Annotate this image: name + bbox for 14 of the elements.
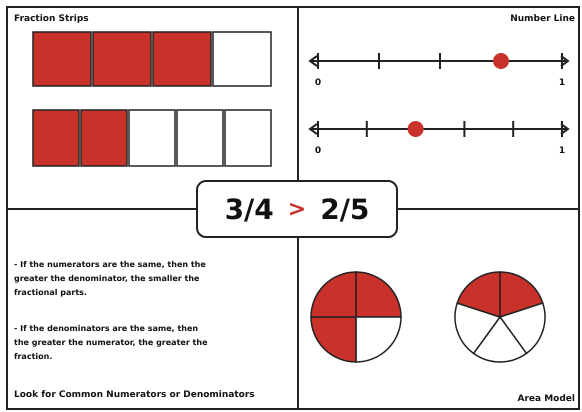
rule-text: - If the numerators are the same, then the greater the denominator, the smaller the fractional parts. xyxy=(14,259,207,299)
heading: Fraction Strips xyxy=(14,13,90,26)
heading: Number Line xyxy=(509,13,575,26)
fraction: 2/5 xyxy=(320,192,370,226)
comparison-sign: > xyxy=(288,196,306,222)
comparison-box xyxy=(196,180,398,238)
tick-label: 1 xyxy=(558,146,566,156)
tick-label: 0 xyxy=(314,78,322,88)
heading: Area Model xyxy=(516,393,575,406)
tick-label: 1 xyxy=(558,78,566,88)
rule-text: - If the denominators are the same, then the greater the numerator, the greater the fraction. xyxy=(14,323,208,363)
tick-label: 0 xyxy=(314,146,322,156)
heading: Look for Common Numerators or Denominators xyxy=(14,389,256,402)
fraction: 3/4 xyxy=(224,192,274,226)
